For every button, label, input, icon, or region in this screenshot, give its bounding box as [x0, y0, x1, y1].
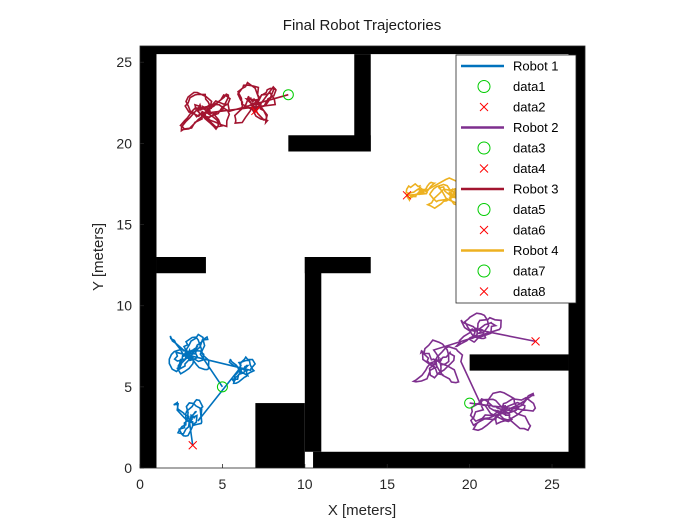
wall-5 [288, 135, 371, 152]
x-tick-label: 10 [297, 476, 313, 492]
legend-end-marker [479, 102, 489, 112]
end-marker-2 [531, 337, 540, 346]
series-line-2 [411, 312, 537, 432]
legend-start-marker [477, 141, 491, 155]
legend-label: data2 [513, 100, 546, 115]
legend-label: Robot 3 [513, 182, 559, 197]
legend-end-marker [479, 164, 489, 173]
end-marker-3 [251, 106, 260, 116]
legend-start-marker [477, 80, 491, 93]
y-tick-label: 25 [116, 54, 132, 70]
map-walls [140, 46, 585, 468]
legend-end-marker [479, 287, 489, 296]
x-tick-label: 0 [136, 476, 144, 492]
y-tick-label: 0 [124, 460, 132, 476]
series-line-3 [179, 81, 289, 133]
series-line-1 [168, 333, 257, 446]
wall-6 [156, 257, 206, 274]
chart-title: Final Robot Trajectories [283, 17, 441, 34]
y-tick-label: 15 [116, 217, 132, 233]
y-tick-label: 20 [116, 135, 132, 151]
legend-label: data7 [513, 264, 546, 279]
y-tick-label: 5 [124, 379, 132, 395]
axis-ticks: 0 5 10 15 20 25 0 5 10 15 20 25 [116, 54, 560, 492]
wall-1 [140, 46, 157, 468]
end-marker-1 [188, 440, 198, 450]
legend-label: data6 [513, 223, 546, 238]
wall-3 [313, 451, 585, 468]
x-axis-label: X [meters] [328, 502, 396, 519]
wall-7 [304, 257, 322, 452]
legend-label: Robot 1 [513, 59, 559, 74]
start-marker-2 [464, 397, 476, 409]
legend-label: data3 [513, 141, 546, 156]
legend-end-marker [479, 225, 489, 235]
start-marker-1 [216, 381, 228, 393]
legend-start-marker [477, 203, 491, 216]
wall-8 [304, 257, 371, 274]
end-marker-4 [402, 190, 412, 200]
y-axis-label: Y [meters] [90, 223, 107, 291]
x-tick-label: 15 [379, 476, 395, 492]
legend-label: data5 [513, 202, 546, 217]
legend-label: Robot 2 [513, 120, 559, 135]
legend-label: data1 [513, 79, 546, 94]
x-tick-label: 20 [462, 476, 478, 492]
wall-4 [354, 54, 371, 152]
wall-10 [469, 354, 569, 371]
legend-label: data8 [513, 284, 546, 299]
axes-box [139, 45, 586, 469]
legend-label: data4 [513, 161, 546, 176]
legend-label: Robot 4 [513, 243, 559, 258]
legend-box [455, 54, 577, 304]
x-tick-label: 25 [544, 476, 560, 492]
wall-9 [255, 403, 305, 468]
start-marker-3 [282, 89, 294, 101]
x-tick-label: 5 [219, 476, 227, 492]
legend-start-marker [477, 264, 491, 278]
y-tick-label: 10 [116, 298, 132, 314]
wall-0 [140, 46, 585, 55]
